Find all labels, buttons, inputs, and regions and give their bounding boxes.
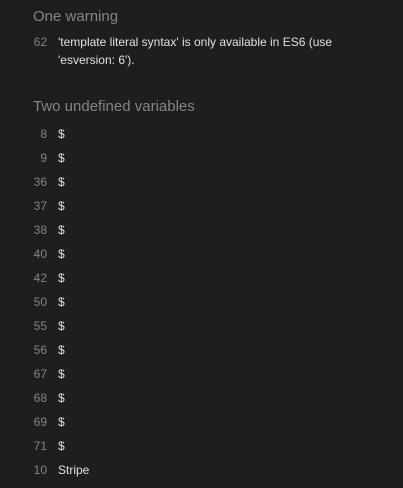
undefined-variable-row[interactable]: 9 $ (33, 149, 373, 173)
line-number[interactable]: 71 (33, 439, 47, 453)
line-number[interactable]: 42 (33, 271, 47, 285)
line-number[interactable]: 50 (33, 295, 47, 309)
line-number[interactable]: 68 (33, 391, 47, 405)
line-number[interactable]: 9 (40, 151, 47, 165)
undefined-variable-row[interactable]: 68 $ (33, 389, 373, 413)
line-number[interactable]: 40 (33, 247, 47, 261)
undefined-variable-row[interactable]: 55 $ (33, 317, 373, 341)
line-number[interactable]: 62 (33, 35, 47, 49)
warnings-list: 62 'template literal syntax' is only ava… (33, 33, 373, 69)
variable-name: $ (58, 343, 65, 357)
line-number[interactable]: 69 (33, 415, 47, 429)
variable-name: $ (58, 223, 65, 237)
variable-name: $ (58, 127, 65, 141)
variable-name: $ (58, 271, 65, 285)
variable-name: $ (58, 439, 65, 453)
variable-name: $ (58, 175, 65, 189)
undefined-variable-row[interactable]: 67 $ (33, 365, 373, 389)
line-number[interactable]: 36 (33, 175, 47, 189)
variable-name: $ (58, 391, 65, 405)
variable-name: Stripe (58, 463, 90, 477)
line-number[interactable]: 38 (33, 223, 47, 237)
undefined-variables-list: 8 $ 9 $ 36 $ 37 $ 38 $ 40 $ (33, 125, 373, 485)
variable-name: $ (58, 295, 65, 309)
undefined-variables-section: Two undefined variables 8 $ 9 $ 36 $ 37 … (33, 98, 373, 485)
line-number[interactable]: 8 (40, 127, 47, 141)
warnings-title: One warning (33, 8, 119, 25)
undefined-variable-row[interactable]: 10 Stripe (33, 461, 373, 485)
line-number[interactable]: 55 (33, 319, 47, 333)
variable-name: $ (58, 415, 65, 429)
variable-name: $ (58, 367, 65, 381)
undefined-variable-row[interactable]: 8 $ (33, 125, 373, 149)
variable-name: $ (58, 319, 65, 333)
variable-name: $ (58, 199, 65, 213)
undefined-variable-row[interactable]: 71 $ (33, 437, 373, 461)
undefined-variable-row[interactable]: 36 $ (33, 173, 373, 197)
warning-row[interactable]: 62 'template literal syntax' is only ava… (33, 33, 373, 69)
undefined-variable-row[interactable]: 56 $ (33, 341, 373, 365)
warning-message: 'template literal syntax' is only availa… (58, 35, 333, 67)
undefined-variable-row[interactable]: 38 $ (33, 221, 373, 245)
undefined-variables-title: Two undefined variables (33, 98, 195, 115)
line-number[interactable]: 37 (33, 199, 47, 213)
undefined-variable-row[interactable]: 42 $ (33, 269, 373, 293)
line-number[interactable]: 67 (33, 367, 47, 381)
undefined-variable-row[interactable]: 50 $ (33, 293, 373, 317)
undefined-variable-row[interactable]: 69 $ (33, 413, 373, 437)
line-number[interactable]: 56 (33, 343, 47, 357)
undefined-variable-row[interactable]: 40 $ (33, 245, 373, 269)
variable-name: $ (58, 151, 65, 165)
variable-name: $ (58, 247, 65, 261)
undefined-variable-row[interactable]: 37 $ (33, 197, 373, 221)
warnings-section: One warning 62 'template literal syntax'… (33, 0, 373, 69)
line-number[interactable]: 10 (33, 463, 47, 477)
